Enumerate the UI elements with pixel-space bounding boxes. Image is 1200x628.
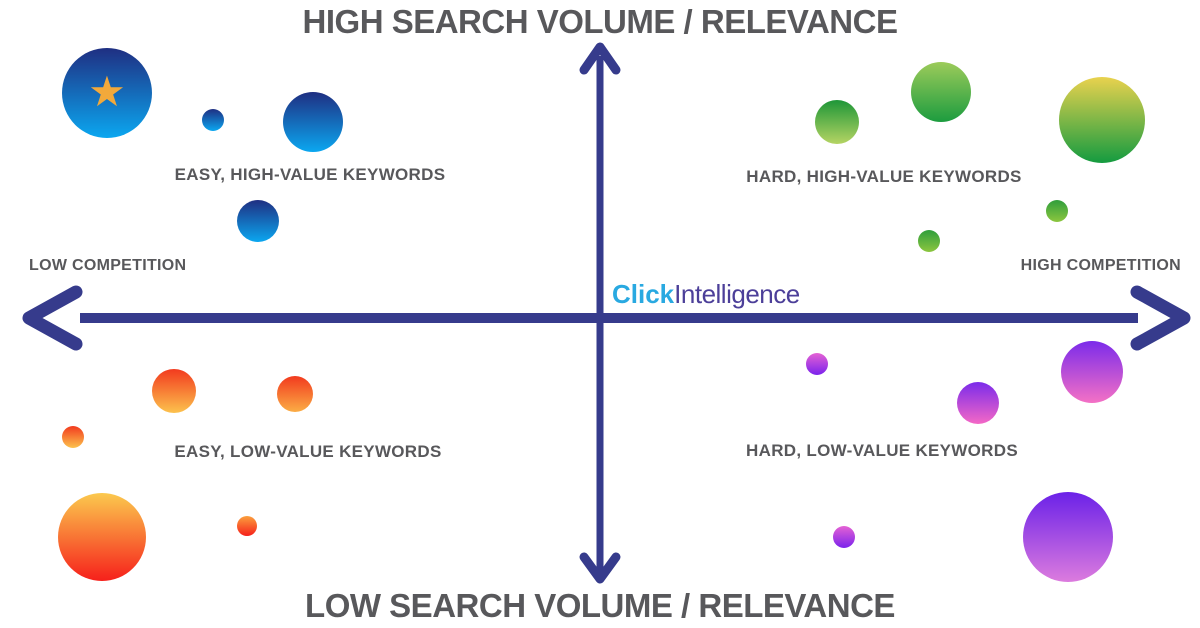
star-icon: ★ xyxy=(88,66,126,116)
bubble-orange-large xyxy=(58,493,146,581)
bubble-orange-tiny xyxy=(237,516,257,536)
right-arrowhead-icon xyxy=(1130,285,1191,351)
bubble-blue-lower xyxy=(237,200,279,242)
bubble-green-top xyxy=(911,62,971,122)
logo-click-wordmark: Click xyxy=(612,279,675,309)
bubble-green-small-left xyxy=(918,230,940,252)
click-intelligence-logo: ClickIntelligence xyxy=(612,281,800,307)
bubble-green-small-right xyxy=(1046,200,1068,222)
left-arrowhead-icon xyxy=(22,285,83,351)
quadrant-label-easy-high-value: EASY, HIGH-VALUE KEYWORDS xyxy=(174,165,446,184)
bubble-blue-star: ★ xyxy=(62,48,152,138)
bubble-purple-large xyxy=(1023,492,1113,582)
top-axis-title: HIGH SEARCH VOLUME / RELEVANCE xyxy=(302,3,898,40)
quadrant-label-hard-low-value: HARD, LOW-VALUE KEYWORDS xyxy=(746,441,1018,460)
bubble-purple-small-top xyxy=(806,353,828,375)
bubble-orange-right xyxy=(277,376,313,412)
bubble-purple-mid xyxy=(957,382,999,424)
quadrant-label-easy-low-value: EASY, LOW-VALUE KEYWORDS xyxy=(174,442,442,461)
bubble-blue-small xyxy=(202,109,224,131)
bubble-green-large xyxy=(1059,77,1145,163)
bubble-orange-small xyxy=(62,426,84,448)
up-arrowhead-icon xyxy=(579,42,621,75)
bubble-orange-left xyxy=(152,369,196,413)
bottom-axis-title: LOW SEARCH VOLUME / RELEVANCE xyxy=(305,587,895,624)
bubble-purple-right xyxy=(1061,341,1123,403)
logo-intelligence-wordmark: Intelligence xyxy=(674,279,800,309)
bubble-purple-small-bottom xyxy=(833,526,855,548)
bubble-blue-medium xyxy=(283,92,343,152)
bubble-green-left xyxy=(815,100,859,144)
down-arrowhead-icon xyxy=(579,552,621,584)
right-axis-label: HIGH COMPETITION xyxy=(1020,257,1181,274)
quadrant-label-hard-high-value: HARD, HIGH-VALUE KEYWORDS xyxy=(746,167,1022,186)
left-axis-label: LOW COMPETITION xyxy=(29,257,187,274)
